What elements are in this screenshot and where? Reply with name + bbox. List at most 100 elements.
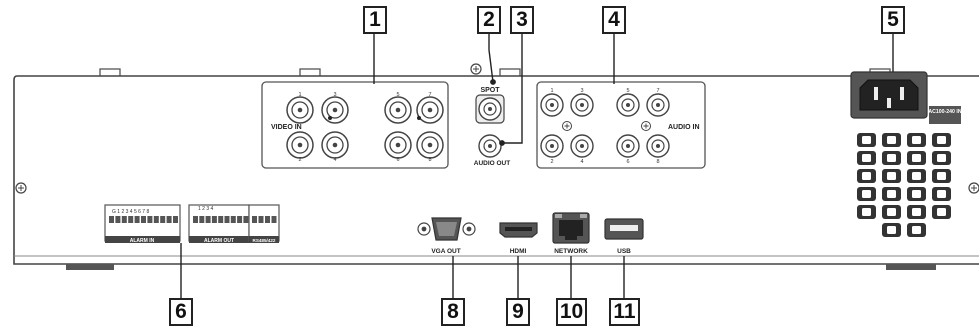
- vent-hole: [907, 223, 926, 237]
- video-in-connectors: 1 2 3 4 5 6 7 8: [286, 92, 444, 163]
- alarm-out-label-strip: [189, 236, 249, 243]
- video-in-bnc-connector[interactable]: [286, 96, 314, 124]
- terminal-screw: [128, 216, 134, 223]
- callout-3: 3: [510, 6, 534, 34]
- video-in-bnc-connector[interactable]: [286, 131, 314, 159]
- power-inlet[interactable]: [850, 71, 928, 119]
- screw-icon: [15, 182, 27, 194]
- terminal-screw: [211, 216, 217, 223]
- usb-port[interactable]: [604, 218, 644, 240]
- video-channel-number: 8: [428, 157, 431, 163]
- bottom-foot: [886, 264, 936, 270]
- terminal-screw: [141, 216, 146, 223]
- terminal-screws: [109, 216, 277, 223]
- vent-hole: [882, 133, 901, 147]
- vga-out-port[interactable]: [417, 217, 476, 241]
- vent-hole: [857, 133, 876, 147]
- terminal-screw: [134, 216, 140, 223]
- vent-hole: [932, 169, 951, 183]
- video-channel-number: 7: [428, 92, 431, 98]
- terminal-screw: [258, 216, 264, 223]
- audio-channel-number: 1: [550, 88, 553, 94]
- audio-in-rca-connector[interactable]: [570, 93, 594, 117]
- fan-vent-grille: [857, 133, 951, 237]
- callout-9: 9: [506, 298, 530, 326]
- terminal-screw: [218, 216, 224, 223]
- callout-10: 10: [556, 298, 587, 326]
- video-in-bnc-connector[interactable]: [321, 131, 349, 159]
- video-in-bnc-connector[interactable]: [384, 131, 412, 159]
- spot-bnc-connector[interactable]: [475, 94, 505, 124]
- vent-hole: [907, 187, 926, 201]
- screw-icon: [562, 121, 572, 131]
- vent-hole: [907, 169, 926, 183]
- vent-hole: [882, 187, 901, 201]
- alarm-out-pin-labels: 1 2 3 4: [198, 206, 214, 212]
- video-channel-number: 2: [298, 157, 301, 163]
- callout-6: 6: [169, 298, 193, 326]
- alarm-in-label: ALARM IN: [130, 238, 155, 244]
- terminal-screw: [147, 216, 153, 223]
- terminal-screw: [224, 216, 230, 223]
- power-rating-label: AC100-240 IN: [928, 109, 961, 115]
- audio-in-rca-connector[interactable]: [540, 134, 564, 158]
- audio-in-label: AUDIO IN: [668, 124, 700, 131]
- audio-out-connector[interactable]: [478, 134, 502, 158]
- callout-leader-lines: [180, 32, 894, 300]
- vent-hole: [907, 151, 926, 165]
- callout-5: 5: [881, 6, 905, 34]
- vent-hole: [932, 151, 951, 165]
- terminal-screw: [121, 216, 127, 223]
- audio-channel-number: 7: [656, 88, 659, 94]
- audio-in-rca-connector[interactable]: [570, 134, 594, 158]
- audio-in-rca-connector[interactable]: [540, 93, 564, 117]
- terminal-screw: [193, 216, 198, 223]
- audio-channel-number: 5: [626, 88, 629, 94]
- usb-label: USB: [617, 248, 631, 255]
- terminal-screw: [173, 216, 178, 223]
- led-dot: [328, 116, 332, 120]
- vga-out-label: VGA OUT: [431, 248, 460, 255]
- hdmi-port[interactable]: [499, 222, 538, 238]
- audio-in-rca-connector[interactable]: [616, 93, 640, 117]
- vent-hole: [857, 169, 876, 183]
- video-channel-number: 3: [333, 92, 336, 98]
- video-channel-number: 1: [298, 92, 301, 98]
- rs485-label-strip: [249, 236, 279, 243]
- vent-hole: [882, 223, 901, 237]
- alarm-in-label-strip: [105, 236, 180, 243]
- audio-in-rca-connector[interactable]: [616, 134, 640, 158]
- video-channel-number: 5: [396, 92, 399, 98]
- terminal-screw: [153, 216, 159, 223]
- audio-channel-number: 8: [656, 159, 659, 165]
- terminal-screw: [109, 216, 114, 223]
- video-channel-number: 6: [396, 157, 399, 163]
- screw-icon: [968, 182, 979, 194]
- callout-8: 8: [441, 298, 465, 326]
- video-in-bnc-connector[interactable]: [384, 96, 412, 124]
- video-in-bnc-connector[interactable]: [416, 96, 444, 124]
- terminal-screw: [166, 216, 172, 223]
- terminal-screw: [271, 216, 277, 223]
- video-in-bnc-connector[interactable]: [321, 96, 349, 124]
- spot-label: SPOT: [480, 87, 500, 94]
- vent-hole: [907, 205, 926, 219]
- video-in-bnc-connector[interactable]: [416, 131, 444, 159]
- vent-hole: [857, 151, 876, 165]
- network-port[interactable]: [552, 212, 590, 244]
- video-channel-number: 4: [333, 157, 336, 163]
- audio-in-rca-connector[interactable]: [646, 134, 670, 158]
- callout-4: 4: [602, 6, 626, 34]
- vent-hole: [932, 133, 951, 147]
- callout-11: 11: [609, 298, 640, 326]
- power-rating-tag: [929, 106, 961, 124]
- terminal-screw: [243, 216, 249, 223]
- hdmi-label: HDMI: [510, 248, 527, 255]
- audio-in-rca-connector[interactable]: [646, 93, 670, 117]
- terminal-screw: [265, 216, 270, 223]
- vent-hole: [907, 133, 926, 147]
- audio-channel-number: 3: [580, 88, 583, 94]
- audio-channel-number: 6: [626, 159, 629, 165]
